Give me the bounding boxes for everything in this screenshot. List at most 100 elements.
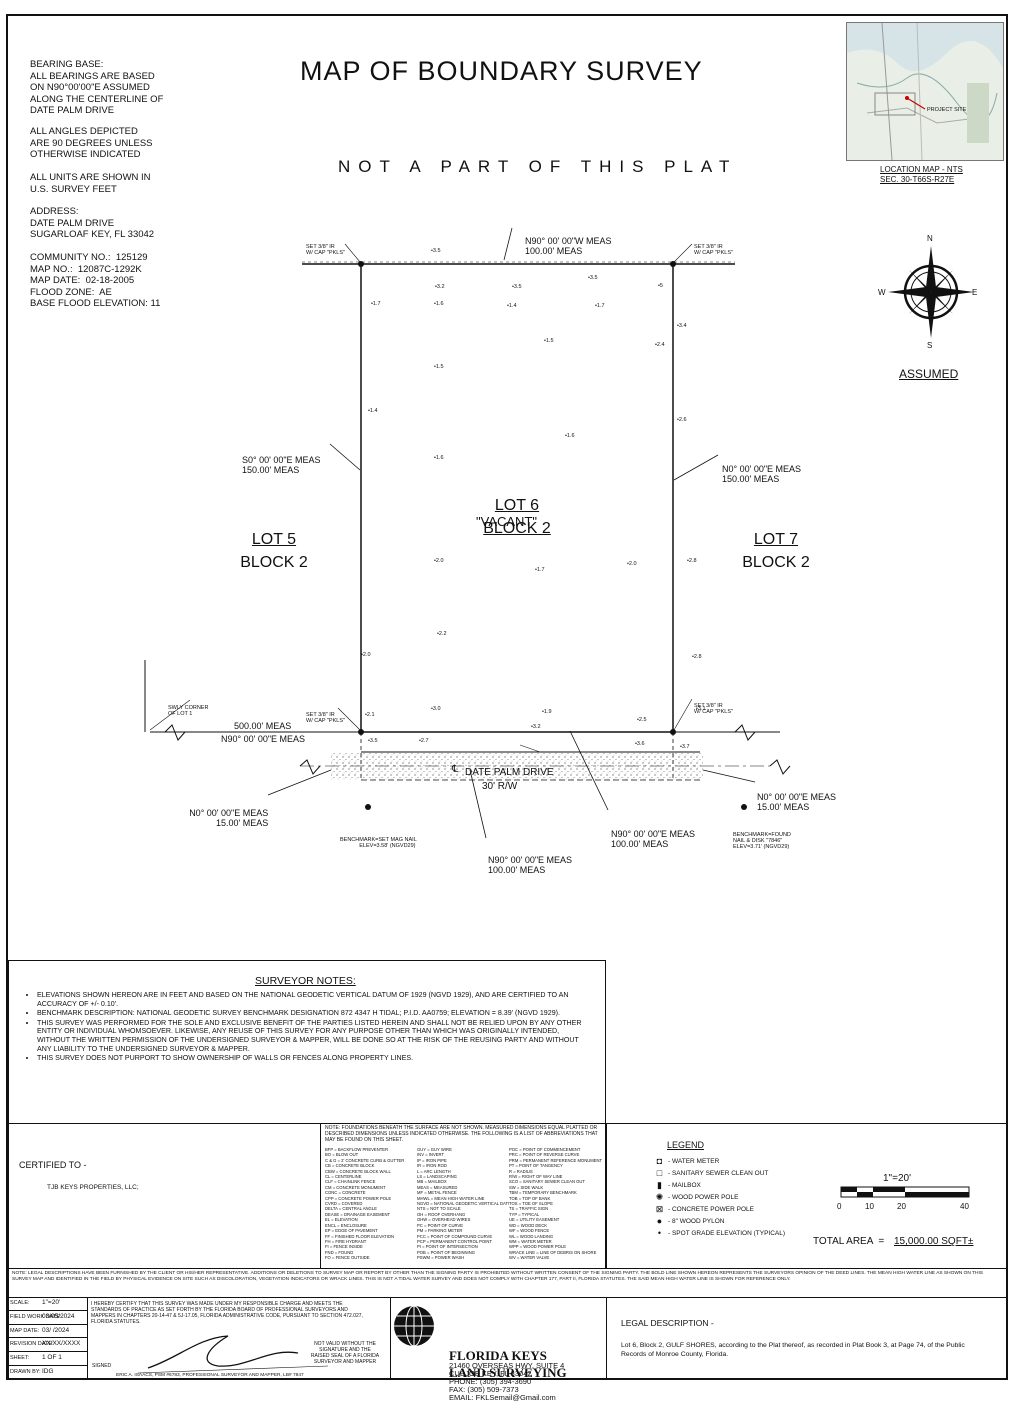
legend-pylon: ●- 8" WOOD PYLON xyxy=(656,1215,725,1226)
title-block-key: MAP DATE: xyxy=(10,1327,40,1334)
abbreviation-entry: R = RADIUS xyxy=(509,1168,533,1174)
sewer-cleanout-icon: □ xyxy=(656,1167,663,1178)
scale-tick: 40 xyxy=(960,1202,969,1211)
spot-elevation: •2.0 xyxy=(627,561,637,567)
abbreviation-entry: MF = METAL FENCE xyxy=(417,1190,457,1196)
spot-elevation: •3.2 xyxy=(435,284,445,290)
abbreviation-entry: TYP = TYPICAL xyxy=(509,1211,540,1217)
not-part-of-plat: NOT A PART OF THIS PLAT xyxy=(338,157,738,176)
abbreviation-entry: CM = CONCRETE MONUMENT xyxy=(325,1184,386,1190)
abbreviation-entry: WRACK LINE = LINE OF DEBRIS ON SHORE xyxy=(509,1249,597,1255)
company-logo xyxy=(392,1304,436,1348)
abbreviation-entry: FH = FIRE HYDRANT xyxy=(325,1238,367,1244)
spot-elevation: •3.6 xyxy=(635,741,645,747)
certification-cell: I HEREBY CERTIFY THAT THIS SURVEY WAS MA… xyxy=(87,1297,391,1380)
legend-list: ◘- WATER METER □- SANITARY SEWER CLEAN O… xyxy=(655,1155,785,1239)
title-block-row: FIELD WORK DATE:03/05/2024 xyxy=(8,1311,88,1325)
abbreviation-entry: GUY = GUY WIRE xyxy=(417,1147,452,1152)
spot-elevation: •1.9 xyxy=(542,709,552,715)
abbreviation-entry: MHWL = MEAN HIGH WATER LINE xyxy=(417,1195,485,1201)
abbreviation-entry: CVRD = COVERED xyxy=(325,1201,363,1207)
abbreviation-entry: L = ARC LENGTH xyxy=(417,1168,451,1174)
abbreviation-entry: UE = UTILITY EASEMENT xyxy=(509,1217,560,1223)
abbreviation-entry: CL = CENTERLINE xyxy=(325,1174,362,1180)
title-block-row: DRAWN BY:IDG xyxy=(8,1366,88,1380)
abbreviation-entry: WPP = WOOD POWER POLE xyxy=(509,1244,567,1250)
signed-label: SIGNED xyxy=(92,1363,112,1369)
spot-elevation: •3.5 xyxy=(431,248,441,254)
road-rw: 30' R/W xyxy=(482,781,518,792)
spot-elevation: •1.4 xyxy=(368,408,378,414)
scale-bar xyxy=(840,1186,970,1198)
spot-elevation: •3.2 xyxy=(531,724,541,730)
spot-elevation: •2.0 xyxy=(361,652,371,658)
abbreviation-entry: R/W = RIGHT OF WAY LINE xyxy=(509,1174,563,1180)
abbreviation-entry: PSWM = POWER WASH xyxy=(417,1255,465,1261)
abbreviation-entry: WM = WATER METER xyxy=(509,1238,552,1244)
spot-elevation: •3.5 xyxy=(368,738,378,744)
spot-elevation: •2.8 xyxy=(692,654,702,660)
abbreviation-entry: INV = INVERT xyxy=(417,1152,445,1158)
location-map: PROJECT SITE xyxy=(846,22,1004,161)
abbreviation-entry: EP = EDGE OF PAVEMENT xyxy=(325,1228,378,1234)
abbreviation-entry: DELTA = CENTRAL ANGLE xyxy=(325,1206,377,1212)
title-block-key: FIELD WORK DATE: xyxy=(10,1313,62,1320)
spot-elevation: •3.7 xyxy=(680,744,690,750)
abbreviation-entry: CLF = CHAINLINK FENCE xyxy=(325,1179,376,1185)
title-block-key: DRAWN BY: xyxy=(10,1368,41,1375)
spot-elevation: •2.6 xyxy=(677,417,687,423)
title-block-key: SHEET: xyxy=(10,1355,30,1362)
abbreviation-entry: SW = SIDE WALK xyxy=(509,1184,544,1190)
scale-label: 1"=20' xyxy=(883,1173,911,1184)
legal-description-cell: LEGAL DESCRIPTION - Lot 6, Block 2, GULF… xyxy=(606,1297,1008,1380)
bottom-left-dist-2: N90° 00' 00"E MEAS xyxy=(221,734,306,744)
abbreviation-entry: PCC = POINT OF COMPOUND CURVE xyxy=(417,1233,493,1239)
spot-elevation: •1.4 xyxy=(507,303,517,309)
title-block-value: IDG xyxy=(42,1367,54,1375)
project-site-label: PROJECT SITE xyxy=(927,107,967,113)
total-area-label: TOTAL AREA = xyxy=(813,1236,885,1247)
spot-elevation: •3.4 xyxy=(677,323,687,329)
abbreviation-entry: CPP = CONCRETE POWER POLE xyxy=(325,1195,392,1201)
spot-elevation: •2.4 xyxy=(655,342,665,348)
legal-note-text: NOTE: LEGAL DESCRIPTIONS HAVE BEEN FURNI… xyxy=(12,1271,984,1282)
legend-mailbox: ▮- MAILBOX xyxy=(655,1179,785,1191)
compass-w: W xyxy=(878,288,886,297)
spot-elevation: •1.5 xyxy=(544,338,554,344)
mailbox-icon: ▮ xyxy=(657,1179,662,1190)
abbreviation-entry: PRC = POINT OF REVERSE CURVE xyxy=(509,1152,580,1158)
spot-elevation: •1.6 xyxy=(434,455,444,461)
certified-label: CERTIFIED TO - xyxy=(19,1160,87,1170)
note-item: BENCHMARK DESCRIPTION: NATIONAL GEODETIC… xyxy=(37,1009,587,1018)
compass-s: S xyxy=(927,341,933,350)
abbreviation-entry: IP = IRON PIPE xyxy=(417,1157,447,1163)
abbreviations-box: NOTE: FOUNDATIONS BENEATH THE SURFACE AR… xyxy=(320,1123,606,1269)
spot-elevation: •3.1 xyxy=(696,706,706,712)
compass-rose-icon xyxy=(888,246,974,338)
abbreviation-entry: FND = FOUND xyxy=(325,1249,354,1255)
spot-elevation: •2.5 xyxy=(637,717,647,723)
cl-symbol: ℄ xyxy=(452,764,459,775)
spot-elevation: •2.1 xyxy=(365,712,375,718)
abbreviation-entry: BFP = BACKFLOW PREVENTER xyxy=(325,1147,389,1152)
